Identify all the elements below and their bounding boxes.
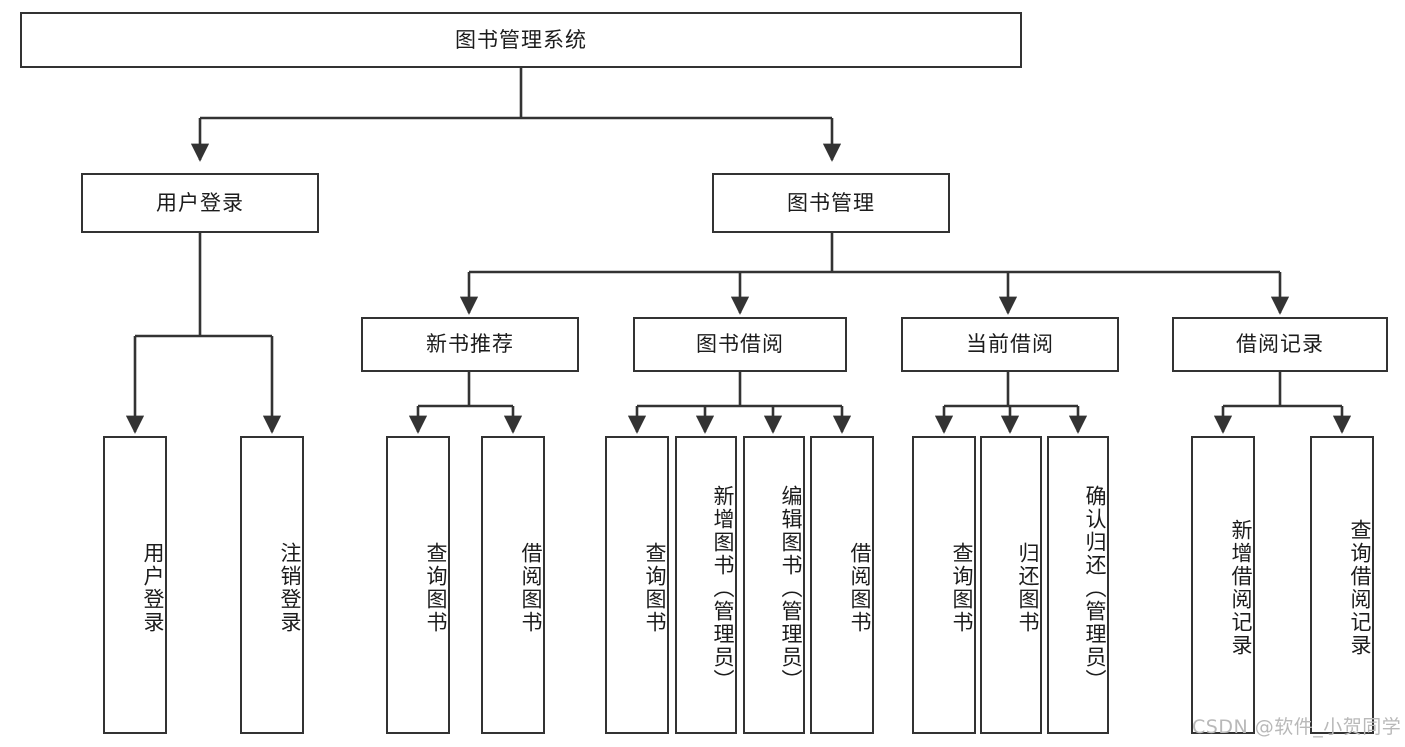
node-label: 新书推荐 bbox=[426, 332, 514, 357]
node-label: 查询图书 bbox=[643, 542, 667, 634]
node-label: 编辑图书（管理员） bbox=[779, 484, 803, 692]
node-label: 用户登录 bbox=[156, 190, 244, 215]
node-label: 查询图书 bbox=[424, 542, 448, 634]
node-label: 用户登录 bbox=[141, 542, 165, 634]
node-label: 查询图书 bbox=[950, 542, 974, 634]
node-current-borrow[interactable]: 当前借阅 bbox=[901, 317, 1119, 372]
node-borrow-record[interactable]: 借阅记录 bbox=[1172, 317, 1388, 372]
node-label: 图书借阅 bbox=[696, 332, 784, 357]
node-leaf-confirm-return[interactable]: 确认归还（管理员） bbox=[1047, 436, 1109, 734]
node-leaf-borrow-book-1[interactable]: 借阅图书 bbox=[481, 436, 545, 734]
node-new-book-recommend[interactable]: 新书推荐 bbox=[361, 317, 579, 372]
node-leaf-query-book-1[interactable]: 查询图书 bbox=[386, 436, 450, 734]
node-user-login[interactable]: 用户登录 bbox=[81, 173, 319, 233]
node-label: 当前借阅 bbox=[966, 332, 1054, 357]
node-label: 新增图书（管理员） bbox=[711, 484, 735, 692]
node-label: 查询借阅记录 bbox=[1348, 519, 1372, 657]
node-label: 图书管理系统 bbox=[455, 27, 587, 52]
node-leaf-edit-book[interactable]: 编辑图书（管理员） bbox=[743, 436, 805, 734]
node-leaf-query-book-2[interactable]: 查询图书 bbox=[605, 436, 669, 734]
watermark-text: CSDN @软件_小贺同学 bbox=[1192, 716, 1402, 738]
node-label: 归还图书 bbox=[1016, 542, 1040, 634]
node-label: 确认归还（管理员） bbox=[1083, 484, 1107, 692]
node-root-system[interactable]: 图书管理系统 bbox=[20, 12, 1022, 68]
node-label: 借阅图书 bbox=[519, 542, 543, 634]
node-book-manage[interactable]: 图书管理 bbox=[712, 173, 950, 233]
node-leaf-user-login[interactable]: 用户登录 bbox=[103, 436, 167, 734]
node-label: 借阅记录 bbox=[1236, 332, 1324, 357]
node-book-borrow[interactable]: 图书借阅 bbox=[633, 317, 847, 372]
node-label: 注销登录 bbox=[278, 542, 302, 634]
node-leaf-add-record[interactable]: 新增借阅记录 bbox=[1191, 436, 1255, 734]
node-leaf-add-book[interactable]: 新增图书（管理员） bbox=[675, 436, 737, 734]
node-label: 图书管理 bbox=[787, 190, 875, 215]
node-leaf-query-book-3[interactable]: 查询图书 bbox=[912, 436, 976, 734]
node-leaf-borrow-book-2[interactable]: 借阅图书 bbox=[810, 436, 874, 734]
node-leaf-return-book[interactable]: 归还图书 bbox=[980, 436, 1042, 734]
node-label: 借阅图书 bbox=[848, 542, 872, 634]
node-label: 新增借阅记录 bbox=[1229, 519, 1253, 657]
node-leaf-query-record[interactable]: 查询借阅记录 bbox=[1310, 436, 1374, 734]
node-leaf-logout[interactable]: 注销登录 bbox=[240, 436, 304, 734]
